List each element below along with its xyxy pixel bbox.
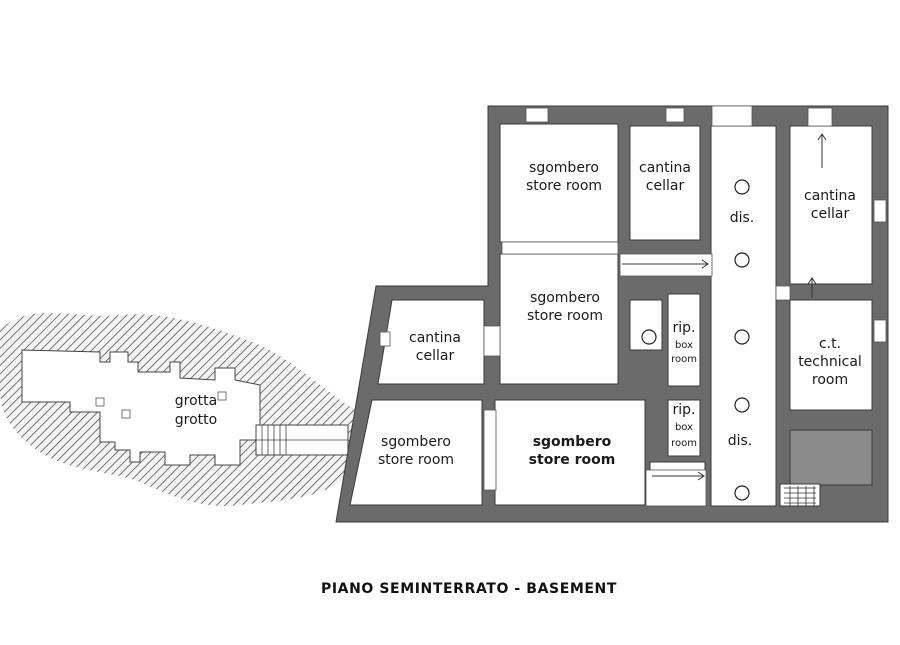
stairs-bottom xyxy=(784,486,816,506)
technical-label-3: room xyxy=(812,372,848,388)
grotto-chamber xyxy=(21,349,261,466)
store-bottom-mid-label-2: store room xyxy=(529,452,616,468)
cellar-left-label-2: cellar xyxy=(416,348,455,364)
dis-lower-label: dis. xyxy=(728,433,753,449)
structural-columns xyxy=(641,179,750,501)
cellar-right-label-2: cellar xyxy=(811,206,850,222)
column-5 xyxy=(734,485,750,501)
plan-title: PIANO SEMINTERRATO - BASEMENT xyxy=(321,581,617,597)
column-1 xyxy=(734,179,750,195)
rooms-layout xyxy=(349,123,873,507)
room-labels: sgombero store room cantina cellar dis. … xyxy=(175,160,862,468)
store-top-left-label-1: sgombero xyxy=(529,160,599,176)
rip-lower-label-2: box xyxy=(675,422,693,433)
window-openings xyxy=(379,105,887,347)
cellar-top-label-1: cantina xyxy=(639,160,691,176)
technical-label-2: technical xyxy=(798,354,862,370)
store-mid-label-1: sgombero xyxy=(530,290,600,306)
rip-upper-label-3: room xyxy=(671,354,697,365)
column-2 xyxy=(734,252,750,268)
store-mid-label-2: store room xyxy=(527,308,603,324)
direction-arrows xyxy=(622,133,827,481)
grotto-label-1: grotta xyxy=(175,393,217,409)
column-3 xyxy=(734,329,750,345)
cellar-left-label-1: cantina xyxy=(409,330,461,346)
technical-label-1: c.t. xyxy=(819,336,841,352)
column-4 xyxy=(734,397,750,413)
store-bottom-mid-label-1: sgombero xyxy=(533,434,612,450)
store-top-left-label-2: store room xyxy=(526,178,602,194)
store-bottom-left-label-2: store room xyxy=(378,452,454,468)
rip-upper-label-2: box xyxy=(675,340,693,351)
store-bottom-left-label-1: sgombero xyxy=(381,434,451,450)
grotto-label-2: grotto xyxy=(175,412,217,428)
grotto-passage xyxy=(255,424,360,460)
cellar-right-label-1: cantina xyxy=(804,188,856,204)
rip-lower-label-1: rip. xyxy=(673,402,696,418)
rip-lower-label-3: room xyxy=(671,438,697,449)
column-6 xyxy=(641,329,657,345)
rip-upper-label-1: rip. xyxy=(673,320,696,336)
cellar-top-label-2: cellar xyxy=(646,178,685,194)
dis-upper-label: dis. xyxy=(730,210,755,226)
